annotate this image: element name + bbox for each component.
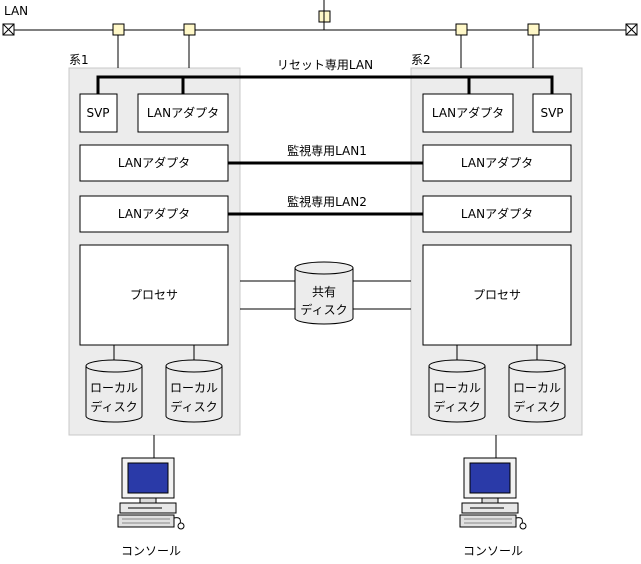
disk-label-line1: ローカル bbox=[90, 381, 138, 395]
system1-processor bbox=[79, 244, 229, 346]
shared-disk-links bbox=[240, 280, 411, 310]
system1-lan-adapter-2-label: LANアダプタ bbox=[118, 206, 190, 221]
system2-svp bbox=[532, 93, 572, 133]
system2-lan-adapter-reset-label: LANアダプタ bbox=[432, 105, 504, 120]
shared-disk-label-line1: 共有 bbox=[312, 285, 336, 299]
lan-terminator-right bbox=[625, 23, 638, 36]
lan-node bbox=[527, 23, 540, 36]
system1-svp-label: SVP bbox=[86, 106, 109, 120]
monitor-lan1-label: 監視専用LAN1 bbox=[287, 143, 367, 158]
disk-label-line2: ディスク bbox=[433, 399, 480, 414]
lan-label: LAN bbox=[4, 4, 28, 18]
system1-svp bbox=[79, 93, 118, 133]
system1-lan-adapter-2 bbox=[79, 195, 229, 233]
system1-lan-adapter-1-label: LANアダプタ bbox=[118, 155, 190, 170]
disk-label-line1: ローカル bbox=[513, 381, 561, 395]
monitor-lan2-label: 監視専用LAN2 bbox=[287, 194, 367, 209]
system2-processor-label: プロセサ bbox=[473, 288, 521, 302]
system2-local-disk-b: ローカル ディスク bbox=[508, 359, 566, 423]
system1-processor-label: プロセサ bbox=[130, 288, 178, 302]
disk-label-line1: ローカル bbox=[433, 381, 481, 395]
system1-console-label: コンソール bbox=[121, 544, 181, 558]
system2-svp-label: SVP bbox=[540, 106, 563, 120]
disk-label-line2: ディスク bbox=[513, 399, 560, 414]
system1-local-disk-a: ローカル ディスク bbox=[85, 359, 143, 423]
system2-local-disk-a: ローカル ディスク bbox=[428, 359, 486, 423]
reset-lan-label: リセット専用LAN bbox=[277, 58, 373, 72]
shared-disk-label-line2: ディスク bbox=[300, 302, 347, 317]
system2-label: 系2 bbox=[411, 53, 431, 67]
system2-console-label: コンソール bbox=[463, 544, 523, 558]
system1-label: 系1 bbox=[69, 53, 89, 67]
system1-local-disk-b: ローカル ディスク bbox=[165, 359, 223, 423]
lan-nodes bbox=[112, 10, 540, 36]
system1-lan-adapter-reset bbox=[137, 93, 229, 133]
reset-lan-line bbox=[96, 75, 554, 94]
disk-label-line2: ディスク bbox=[170, 399, 217, 414]
system1-lan-adapter-reset-label: LANアダプタ bbox=[147, 105, 219, 120]
system2-console-icon bbox=[459, 457, 527, 530]
disk-label-line2: ディスク bbox=[90, 399, 137, 414]
system2-lan-adapter-1 bbox=[422, 144, 572, 182]
lan-node bbox=[455, 23, 468, 36]
lan-node bbox=[183, 23, 196, 36]
system1-console-icon bbox=[117, 457, 185, 530]
lan-node bbox=[112, 23, 125, 36]
system2-lan-adapter-reset bbox=[422, 93, 514, 133]
system2-lan-adapter-1-label: LANアダプタ bbox=[461, 155, 533, 170]
disk-label-line1: ローカル bbox=[170, 381, 218, 395]
shared-disk: 共有 ディスク bbox=[294, 261, 354, 325]
lan-terminator-left bbox=[2, 23, 15, 36]
system2-processor bbox=[422, 244, 572, 346]
system2-lan-adapter-2-label: LANアダプタ bbox=[461, 206, 533, 221]
system2-lan-adapter-2 bbox=[422, 195, 572, 233]
